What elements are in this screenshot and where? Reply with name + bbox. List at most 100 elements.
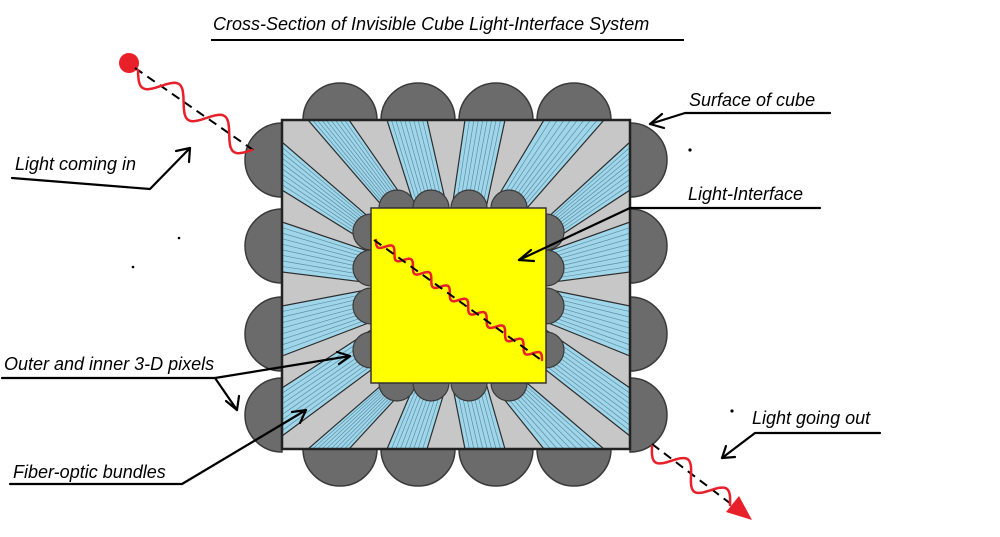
- pointer-line: [517, 206, 822, 262]
- diagram-title: Cross-Section of Invisible Cube Light-In…: [213, 14, 649, 34]
- label-light-coming-in: Light coming in: [10, 146, 192, 191]
- light-path-center-dashed: [373, 239, 545, 363]
- fiber-line: [395, 119, 423, 209]
- inner-pixels: [352, 189, 565, 402]
- fiber-line: [281, 147, 372, 223]
- inner-pixel-dome: [490, 189, 528, 209]
- outer-pixel-dome: [629, 296, 668, 372]
- outer-pixel-dome: [244, 122, 283, 198]
- inner-pixel-dome: [545, 287, 565, 325]
- fiber-line: [545, 163, 631, 231]
- fiber-line: [545, 360, 631, 426]
- svg-text:Fiber-optic bundles: Fiber-optic bundles: [13, 462, 166, 482]
- fiber-line: [545, 314, 631, 346]
- fiber-line: [321, 382, 393, 450]
- svg-text:Light going out: Light going out: [752, 408, 871, 428]
- inner-pixel-dome: [545, 249, 565, 287]
- pointer-line: [8, 408, 308, 486]
- arrowhead-icon: [290, 408, 308, 425]
- cube-surface-frame: [280, 118, 632, 451]
- incoming-light-wave: [136, 68, 254, 155]
- outgoing-light: [650, 443, 752, 520]
- outer-pixel-dome: [458, 448, 534, 487]
- svg-text:Light-Interface: Light-Interface: [688, 184, 803, 204]
- cube-cross-section: [280, 118, 632, 451]
- fiber-line: [522, 382, 598, 450]
- fiber-line: [325, 119, 396, 209]
- fiber-line: [281, 152, 372, 226]
- arrowhead-icon: [648, 112, 666, 130]
- fiber-line: [514, 119, 585, 209]
- outer-pixel-dome: [536, 82, 612, 121]
- label-fiber-optic-bundles: Fiber-optic bundles: [8, 408, 308, 486]
- outer-pixel-dome: [629, 377, 668, 453]
- inner-pixel-dome: [490, 382, 528, 402]
- outgoing-light-dashed: [651, 443, 736, 508]
- inner-pixel-dome: [352, 287, 372, 325]
- outgoing-light-wave: [650, 444, 732, 507]
- fiber-line: [545, 365, 631, 431]
- outer-pixel-dome: [458, 82, 534, 121]
- outer-pixels: [244, 82, 668, 487]
- fiber-line: [281, 314, 372, 346]
- fiber-line: [518, 382, 591, 450]
- outer-pixel-dome: [244, 377, 283, 453]
- light-interface-core: [370, 207, 547, 384]
- outer-pixel-dome: [629, 208, 668, 284]
- fiber-line: [312, 382, 388, 450]
- inner-pixel-dome: [352, 213, 372, 251]
- scan-specks: [131, 148, 734, 413]
- fiber-line: [545, 356, 631, 421]
- inner-pixel-dome: [450, 189, 488, 209]
- fiber-line: [281, 356, 372, 421]
- label-light-going-out: Light going out: [720, 408, 882, 460]
- fiber-line: [316, 119, 391, 209]
- inner-pixel-dome: [545, 331, 565, 369]
- fiber-line: [281, 227, 372, 256]
- arrowhead-icon: [517, 248, 536, 263]
- inner-pixel-dome: [412, 189, 450, 209]
- outer-pixel-dome: [536, 448, 612, 487]
- outer-pixel-dome: [244, 208, 283, 284]
- fiber-line: [518, 119, 591, 209]
- outer-pixel-dome: [380, 448, 456, 487]
- fiber-line: [281, 232, 372, 260]
- fiber-line: [481, 119, 501, 209]
- svg-text:Surface of cube: Surface of cube: [689, 90, 815, 110]
- label-outer-inner-pixels: Outer and inner 3-D pixels: [0, 350, 352, 412]
- arrowhead-icon: [335, 350, 352, 366]
- fiber-line: [391, 119, 419, 209]
- fiber-line: [545, 157, 631, 228]
- fiber-line: [312, 119, 388, 209]
- label-light-interface: Light-Interface: [517, 184, 822, 263]
- outer-pixel-dome: [629, 122, 668, 198]
- fiber-line: [545, 152, 631, 226]
- svg-text:Light coming in: Light coming in: [15, 154, 136, 174]
- pointer-line-outer: [213, 376, 239, 412]
- fiber-line: [545, 318, 631, 351]
- label-surface-of-cube: Surface of cube: [648, 90, 832, 130]
- arrowhead-icon: [174, 146, 192, 164]
- fiber-line: [281, 157, 372, 228]
- outer-pixel-dome: [302, 82, 378, 121]
- red-arrowhead-icon: [726, 496, 752, 520]
- incoming-light: [119, 53, 257, 155]
- incoming-light-dashed: [134, 67, 257, 153]
- fiber-line: [545, 232, 631, 260]
- arrowhead-icon: [224, 394, 241, 412]
- fiber-line: [281, 365, 372, 431]
- fiber-line: [545, 227, 631, 256]
- fiber-line: [522, 119, 598, 209]
- inner-pixel-dome: [352, 249, 372, 287]
- fiber-line: [514, 382, 585, 450]
- fiber-line: [281, 318, 372, 351]
- fiber-line: [478, 119, 497, 209]
- inner-pixel-dome: [412, 382, 450, 402]
- outer-pixel-dome: [380, 82, 456, 121]
- outer-pixel-dome: [302, 448, 378, 487]
- fiber-line: [510, 119, 578, 209]
- fiber-line: [281, 351, 372, 415]
- fiber-line: [316, 382, 391, 450]
- fiber-line: [321, 119, 393, 209]
